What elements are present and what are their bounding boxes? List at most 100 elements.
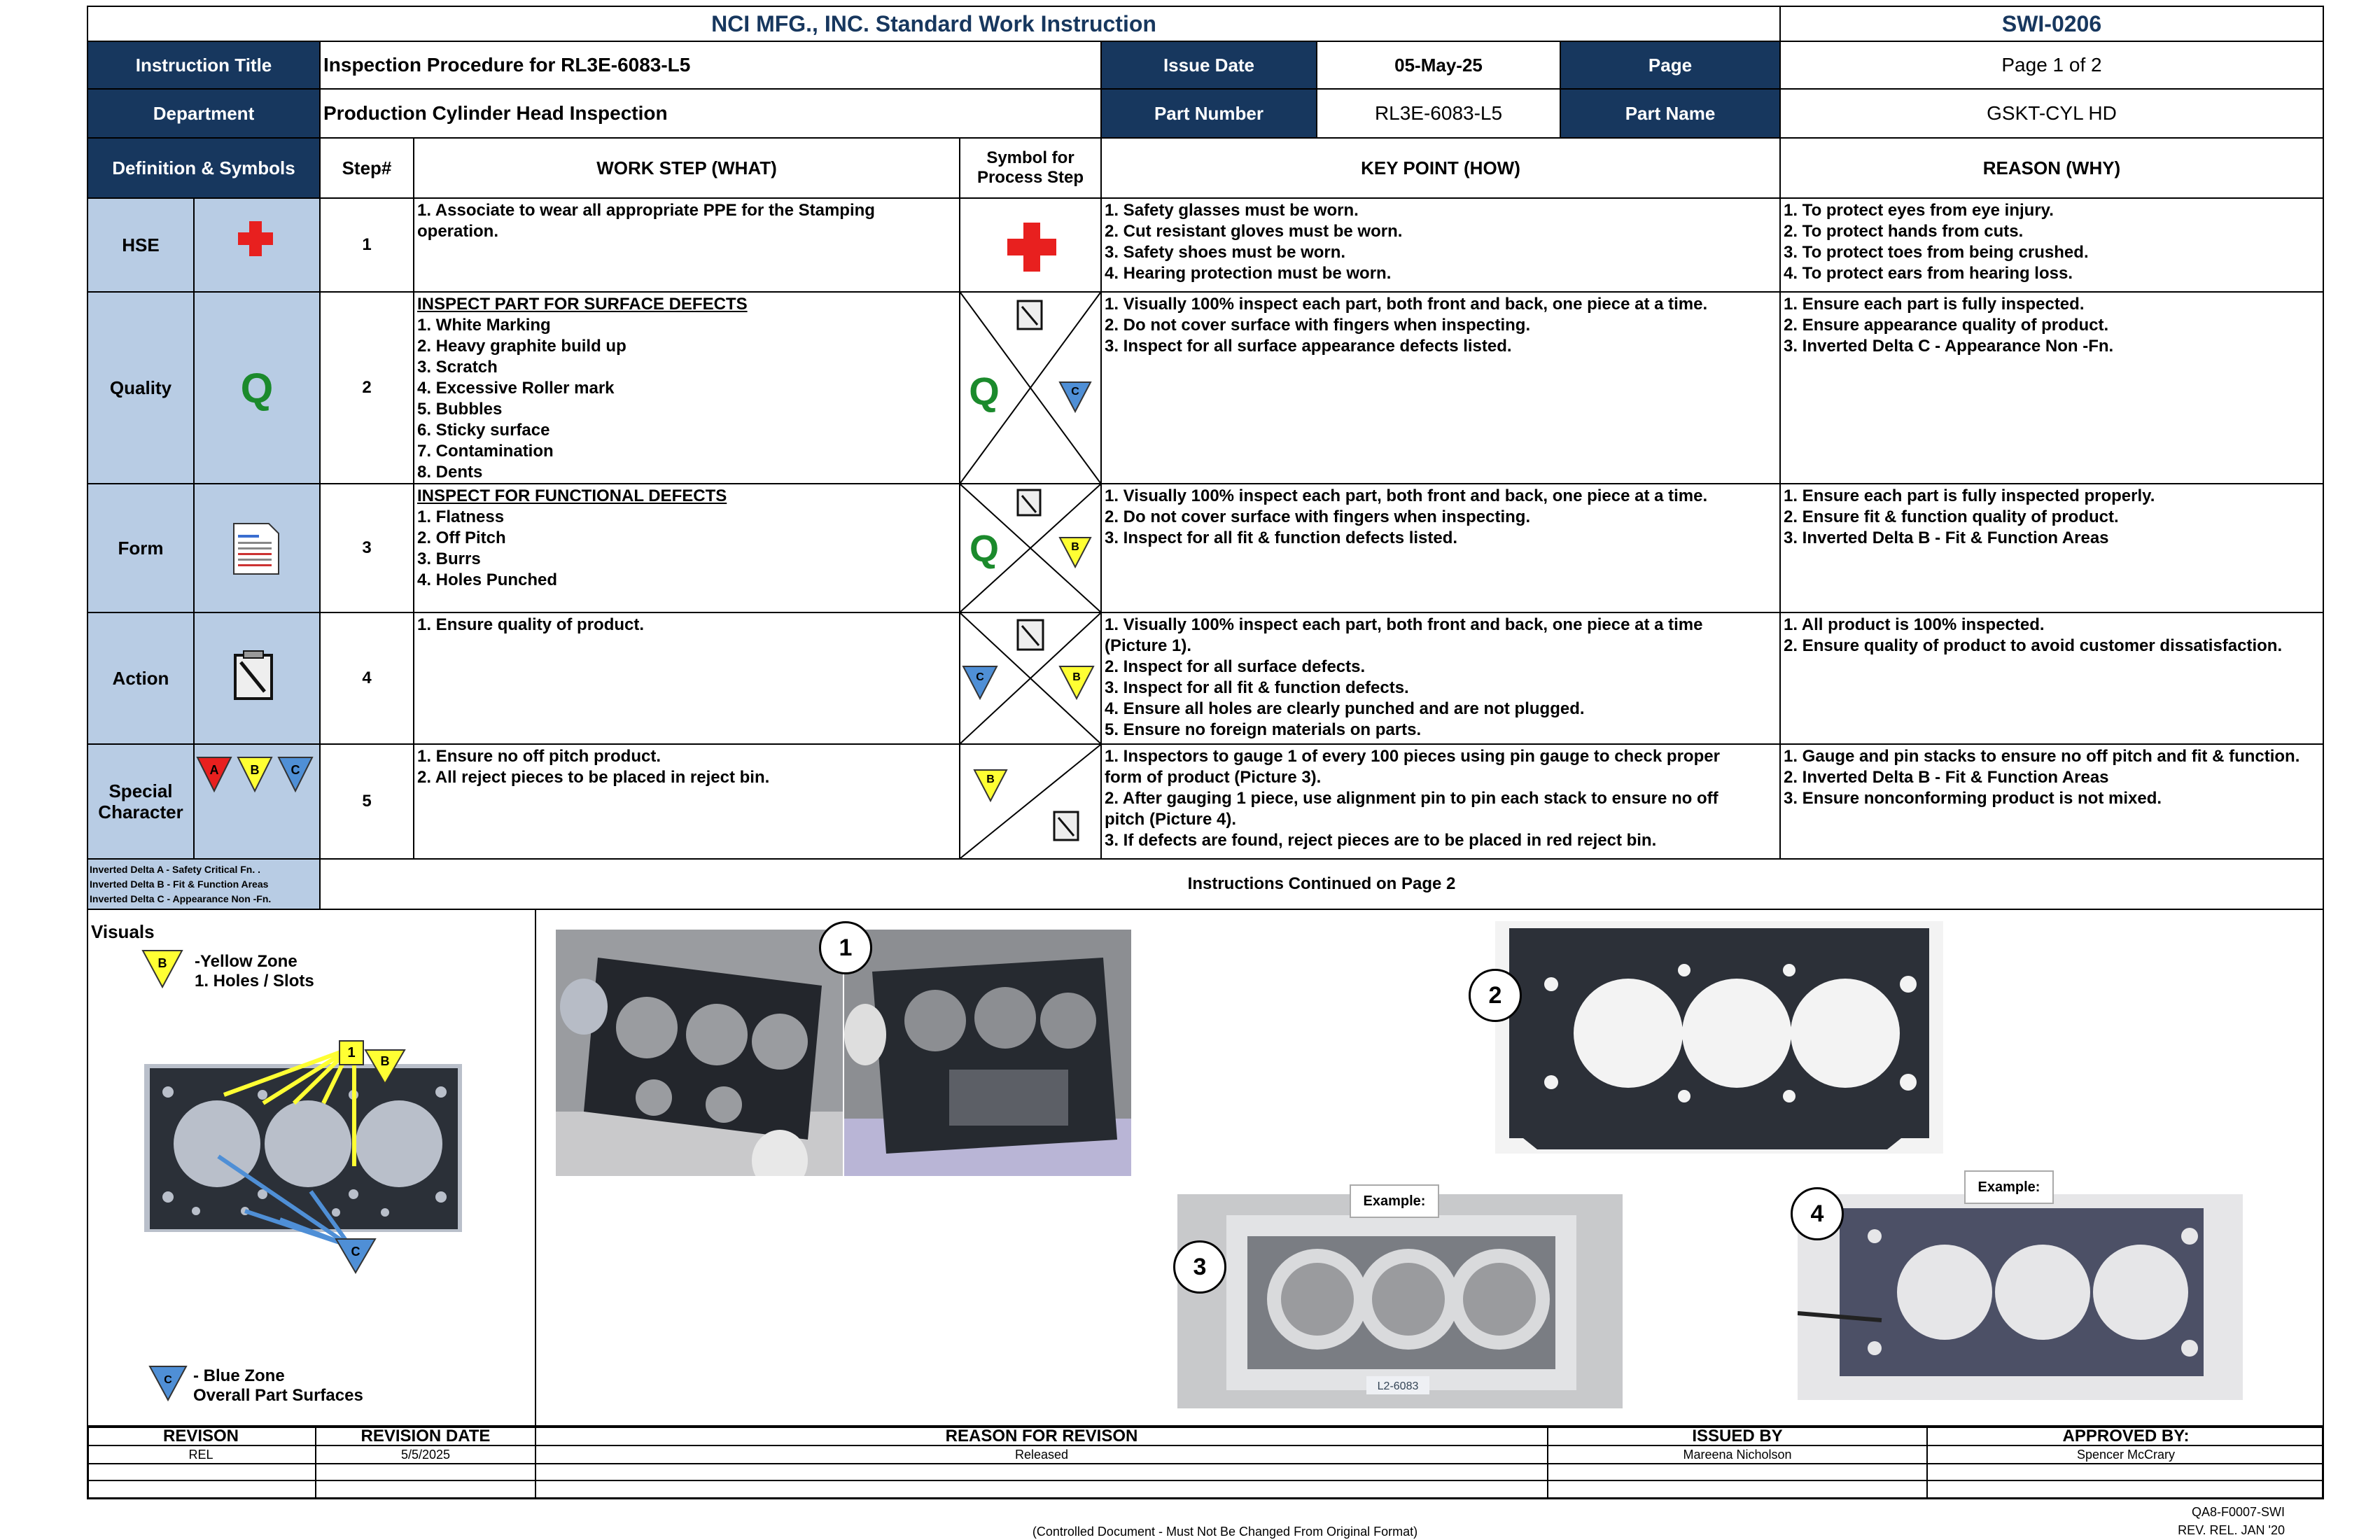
step-2-reasons: 1. Ensure each part is fully inspected. … xyxy=(1779,291,2324,484)
work-step-header: WORK STEP (WHAT) xyxy=(413,137,960,199)
step-1-number: 1 xyxy=(319,197,414,293)
page-label: Page xyxy=(1560,41,1781,90)
svg-text:B: B xyxy=(381,1054,390,1068)
step-5-reasons: 1. Gauge and pin stacks to ensure no off… xyxy=(1779,743,2324,860)
gauge-fixture-graphic: L2-6083 xyxy=(1177,1194,1623,1408)
step-2-work-line: 1. White Marking xyxy=(417,316,551,335)
part-name-value: GSKT-CYL HD xyxy=(1779,88,2324,139)
key-point-line: 1. Visually 100% inspect each part, both… xyxy=(1105,295,1708,314)
reason-line: 3. Inverted Delta C - Appearance Non -Fn… xyxy=(1784,337,2114,356)
svg-text:B: B xyxy=(158,956,167,970)
revision-row-reason: Released xyxy=(1014,1447,1069,1462)
step-2-number: 2 xyxy=(319,291,414,484)
definition-action-symbol xyxy=(193,612,321,745)
picture-2-photo xyxy=(1495,921,1943,1154)
step-3-work-heading: INSPECT FOR FUNCTIONAL DEFECTS xyxy=(417,486,727,505)
form-document-icon xyxy=(233,523,279,575)
definition-special-label: Special Character xyxy=(87,743,195,860)
picture-4-example-label: Example: xyxy=(1964,1170,2054,1204)
step-4-number: 4 xyxy=(319,612,414,745)
svg-text:C: C xyxy=(164,1374,172,1386)
gasket-photo-graphic xyxy=(556,930,843,1176)
gasket-photo-graphic xyxy=(1495,921,1943,1154)
gasket-stack-graphic xyxy=(1798,1194,2243,1400)
key-point-line: pitch (Picture 4). xyxy=(1105,810,1237,829)
step-4-key-points: 1. Visually 100% inspect each part, both… xyxy=(1100,612,1781,745)
gasket-zone-diagram xyxy=(144,1046,462,1248)
reason-line: 4. To protect ears from hearing loss. xyxy=(1784,264,2073,283)
key-point-line: 3. Safety shoes must be worn. xyxy=(1105,243,1346,262)
picture-2-number: 2 xyxy=(1469,969,1522,1022)
picture-1-photo-right xyxy=(844,930,1131,1176)
definition-special-symbol: A B C xyxy=(193,743,321,860)
key-point-line: 4. Hearing protection must be worn. xyxy=(1105,264,1392,283)
step-3-reasons: 1. Ensure each part is fully inspected p… xyxy=(1779,483,2324,613)
revision-row-approved: Spencer McCrary xyxy=(2076,1447,2176,1462)
key-point-line: 3. Inspect for all fit & function defect… xyxy=(1105,528,1458,547)
step-5-symbol: B xyxy=(959,743,1102,860)
delta-b-label: B xyxy=(1072,671,1081,683)
step-2-work-line: 8. Dents xyxy=(417,463,483,482)
step-2-work-line: 3. Scratch xyxy=(417,358,498,377)
step-5-work-line: 2. All reject pieces to be placed in rej… xyxy=(417,768,770,787)
instruction-title-label: Instruction Title xyxy=(87,41,321,90)
reason-line: 3. Ensure nonconforming product is not m… xyxy=(1784,789,2162,808)
key-point-line: 2. Cut resistant gloves must be worn. xyxy=(1105,222,1403,241)
blue-zone-line1: - Blue Zone xyxy=(193,1366,285,1385)
reason-line: 1. Ensure each part is fully inspected. xyxy=(1784,295,2085,314)
definition-form-symbol xyxy=(193,483,321,613)
step-1-work-line: 1. Associate to wear all appropriate PPE… xyxy=(417,201,875,220)
controlled-document-note: (Controlled Document - Must Not Be Chang… xyxy=(1032,1524,1418,1539)
reason-line: 2. To protect hands from cuts. xyxy=(1784,222,2024,241)
revision-header-issued: ISSUED BY xyxy=(1692,1427,1783,1446)
picture-4-number: 4 xyxy=(1791,1187,1844,1240)
reason-line: 1. To protect eyes from eye injury. xyxy=(1784,201,2054,220)
key-point-line: 3. Inspect for all fit & function defect… xyxy=(1105,678,1409,697)
clipboard-icon xyxy=(234,650,273,700)
delta-b-label: B xyxy=(986,774,995,785)
callout-delta-b-icon: B xyxy=(364,1049,406,1085)
step-header: Step# xyxy=(319,137,414,199)
quality-q-icon: Q xyxy=(969,369,1000,413)
key-point-header: KEY POINT (HOW) xyxy=(1100,137,1781,199)
key-point-line: form of product (Picture 3). xyxy=(1105,768,1322,787)
part-number-label: Part Number xyxy=(1100,88,1317,139)
reason-line: 1. Gauge and pin stacks to ensure no off… xyxy=(1784,747,2300,766)
clipboard-icon xyxy=(1053,811,1079,841)
definition-form-label: Form xyxy=(87,483,195,613)
delta-legend: Inverted Delta A - Safety Critical Fn. .… xyxy=(87,858,321,910)
blue-zone-label: - Blue Zone Overall Part Surfaces xyxy=(193,1366,363,1406)
picture-3-number: 3 xyxy=(1173,1240,1226,1294)
key-point-line: 1. Visually 100% inspect each part, both… xyxy=(1105,615,1703,634)
visuals-divider xyxy=(535,909,536,1427)
step-3-work-line: 1. Flatness xyxy=(417,507,505,526)
reason-line: 1. All product is 100% inspected. xyxy=(1784,615,2045,634)
key-point-line: 1. Inspectors to gauge 1 of every 100 pi… xyxy=(1105,747,1720,766)
svg-text:C: C xyxy=(351,1245,360,1259)
part-number-value: RL3E-6083-L5 xyxy=(1316,88,1561,139)
reason-line: 2. Ensure appearance quality of product. xyxy=(1784,316,2109,335)
revision-header-date: REVISION DATE xyxy=(360,1427,491,1446)
instruction-title-value: Inspection Procedure for RL3E-6083-L5 xyxy=(319,41,1102,90)
step-5-work-line: 1. Ensure no off pitch product. xyxy=(417,747,661,766)
delta-legend-b: Inverted Delta B - Fit & Function Areas xyxy=(90,878,269,890)
picture-3-example-label: Example: xyxy=(1350,1184,1439,1218)
key-point-line: 2. Inspect for all surface defects. xyxy=(1105,657,1366,676)
step-3-work-line: 3. Burrs xyxy=(417,550,481,568)
revision-col-line xyxy=(535,1425,536,1499)
form-number: QA8-F0007-SWI xyxy=(2191,1505,2285,1519)
delta-b-label: B xyxy=(1071,541,1079,553)
key-point-line: 3. If defects are found, reject pieces a… xyxy=(1105,831,1657,850)
yellow-zone-line2: 1. Holes / Slots xyxy=(195,972,314,990)
step-3-work: INSPECT FOR FUNCTIONAL DEFECTS 1. Flatne… xyxy=(413,483,960,613)
issue-date-label: Issue Date xyxy=(1100,41,1317,90)
delta-c-label: C xyxy=(976,671,984,683)
step-1-key-points: 1. Safety glasses must be worn. 2. Cut r… xyxy=(1100,197,1781,293)
step-5-number: 5 xyxy=(319,743,414,860)
part-name-label: Part Name xyxy=(1560,88,1781,139)
document-number: SWI-0206 xyxy=(1779,6,2324,42)
definitions-header: Definition & Symbols xyxy=(87,137,321,199)
step-1-symbol xyxy=(959,197,1102,293)
red-cross-icon xyxy=(1007,223,1056,272)
definition-quality-symbol: Q xyxy=(193,291,321,484)
